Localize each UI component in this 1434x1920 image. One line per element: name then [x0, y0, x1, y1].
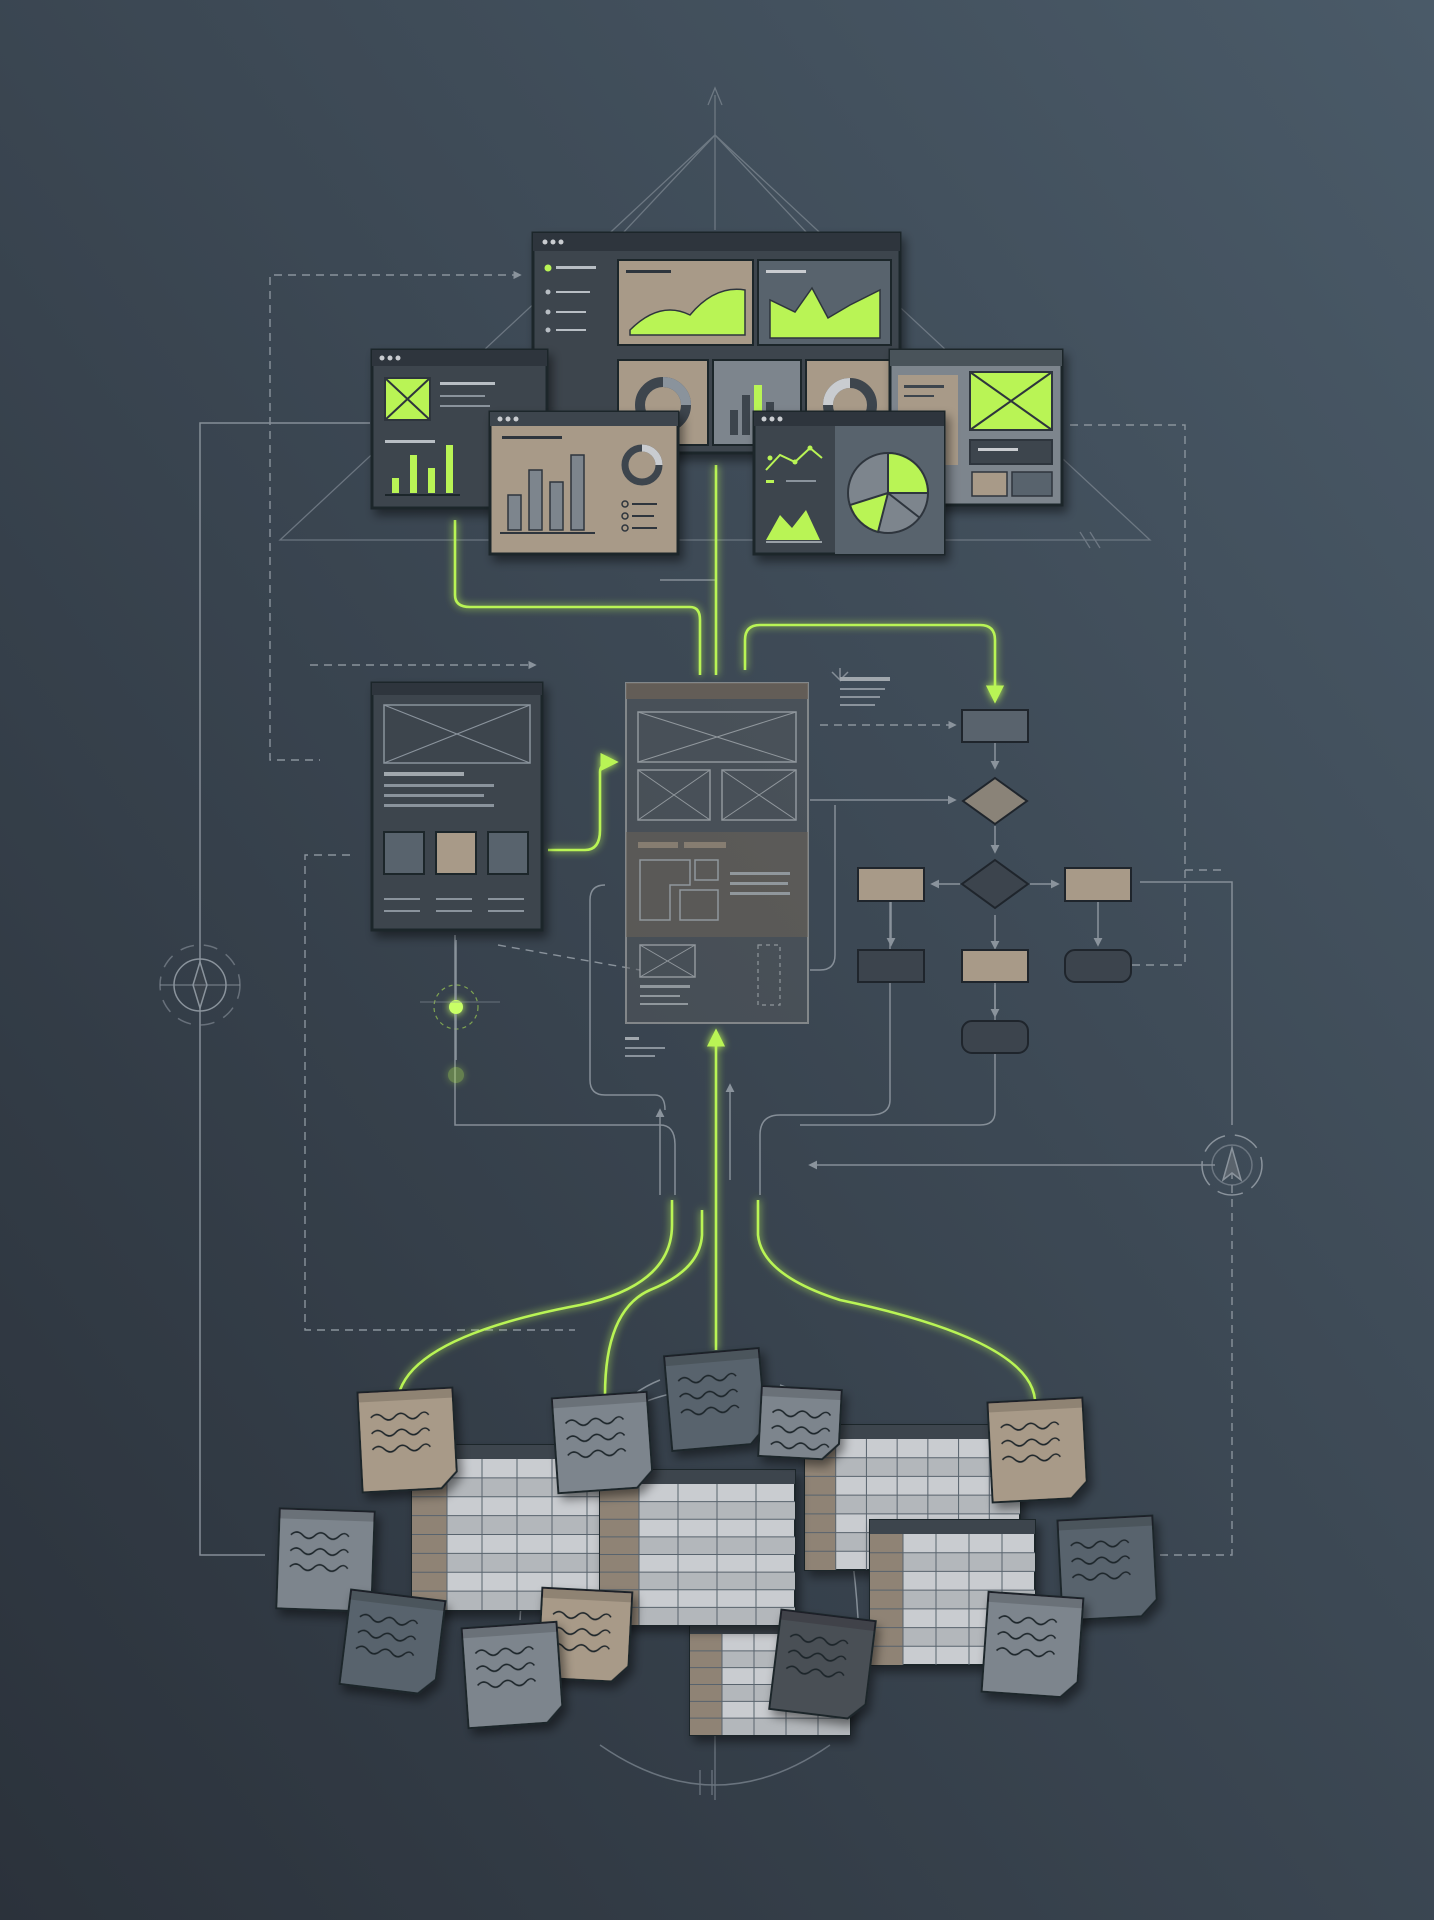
sticky-note: [536, 1586, 634, 1683]
flow-terminal-node: [1064, 949, 1132, 983]
sticky-note: [980, 1590, 1085, 1699]
sticky-note: [662, 1346, 767, 1453]
sticky-note: [275, 1507, 376, 1613]
flow-decision-node: [960, 858, 1030, 910]
compass-right-icon: [1201, 1134, 1263, 1196]
sticky-note: [768, 1608, 877, 1720]
glow-node-icon: [420, 940, 500, 1083]
data-pile: [275, 1346, 1158, 1736]
bar-dashboard-window: [488, 410, 680, 556]
sidebar-menu: [544, 264, 596, 333]
sticky-note: [986, 1396, 1088, 1504]
flow-process-node: [857, 949, 925, 983]
dashed-routes: [269, 270, 1233, 1556]
flow-process-node: [961, 709, 1029, 743]
sticky-note: [757, 1384, 843, 1461]
gray-routes: [199, 422, 1233, 1691]
sticky-note: [356, 1386, 458, 1494]
center-wireframe: [625, 682, 809, 1024]
analytics-dashboard-window: [752, 410, 946, 556]
flow-process-node: [961, 949, 1029, 983]
flowchart: [857, 709, 1132, 1054]
sticky-note: [460, 1620, 564, 1730]
flow-process-node: [1064, 867, 1132, 902]
flow-terminal-node: [961, 1020, 1029, 1054]
sticky-note: [550, 1390, 654, 1495]
sticky-note: [1056, 1514, 1158, 1622]
flow-process-node: [857, 867, 925, 902]
highlight-flows: [398, 465, 1037, 1401]
annotation-text: [625, 677, 890, 1057]
left-wireframe: [370, 681, 544, 932]
compass-left-icon: [159, 944, 241, 1026]
sticky-note: [338, 1588, 447, 1695]
flow-decision-node: [961, 776, 1029, 826]
